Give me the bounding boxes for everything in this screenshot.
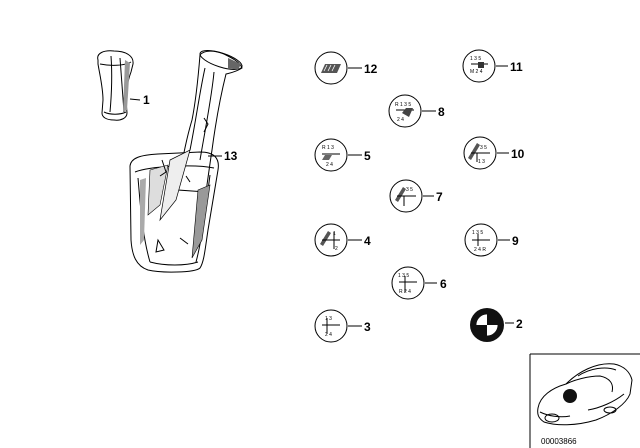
emblem-8[interactable]: R 1 3 5 2 4	[388, 94, 422, 128]
svg-text:R 1 3: R 1 3	[322, 145, 334, 151]
emblem-11[interactable]: 1 3 5 M 2 4	[462, 49, 496, 83]
part-label-4: 4	[364, 234, 371, 248]
svg-text:2 4 R: 2 4 R	[474, 247, 486, 253]
part-label-2: 2	[516, 317, 523, 331]
emblem-9[interactable]: 1 3 5 2 4 R	[464, 223, 498, 257]
svg-text:2 4: 2 4	[326, 162, 333, 168]
part-label-6: 6	[440, 277, 447, 291]
svg-text:R 2 4: R 2 4	[399, 289, 411, 295]
svg-text:2 4: 2 4	[397, 117, 404, 123]
emblem-10[interactable]: 3 5 1 3	[463, 136, 497, 170]
emblem-12[interactable]	[314, 51, 348, 85]
svg-text:M 2 4: M 2 4	[470, 69, 483, 75]
svg-text:1 3 5: 1 3 5	[470, 56, 481, 62]
part-label-1: 1	[143, 93, 150, 107]
emblem-4[interactable]: 1 2	[314, 223, 348, 257]
svg-text:2: 2	[335, 246, 338, 252]
car-location-thumbnail-icon	[529, 353, 640, 448]
emblem-2[interactable]	[470, 308, 504, 342]
svg-text:1 3 5: 1 3 5	[472, 230, 483, 236]
gear-knob[interactable]	[97, 50, 134, 121]
part-label-12: 12	[364, 62, 378, 76]
svg-text:3 5: 3 5	[406, 187, 413, 193]
part-label-3: 3	[364, 320, 371, 334]
emblem-6[interactable]: 1 3 5 R 2 4	[391, 266, 425, 300]
svg-text:3 5: 3 5	[480, 145, 487, 151]
emblem-5[interactable]: R 1 3 2 4	[314, 138, 348, 172]
svg-text:R 1 3 5: R 1 3 5	[395, 102, 411, 108]
diagram-id: 00003866	[541, 437, 577, 446]
emblem-3[interactable]: 1 3 2 4	[314, 309, 348, 343]
part-label-7: 7	[436, 190, 443, 204]
part-label-11: 11	[510, 60, 523, 74]
part-label-10: 10	[511, 147, 525, 161]
part-label-9: 9	[512, 234, 519, 248]
svg-text:1 3: 1 3	[325, 316, 332, 322]
part-label-5: 5	[364, 149, 371, 163]
emblem-7[interactable]: 3 5	[389, 179, 423, 213]
part-label-8: 8	[438, 105, 445, 119]
part-label-13: 13	[224, 149, 238, 163]
shift-boot[interactable]	[129, 47, 244, 273]
svg-text:1 3: 1 3	[478, 159, 485, 165]
svg-text:1 3 5: 1 3 5	[398, 273, 409, 279]
svg-text:2 4: 2 4	[325, 332, 332, 338]
